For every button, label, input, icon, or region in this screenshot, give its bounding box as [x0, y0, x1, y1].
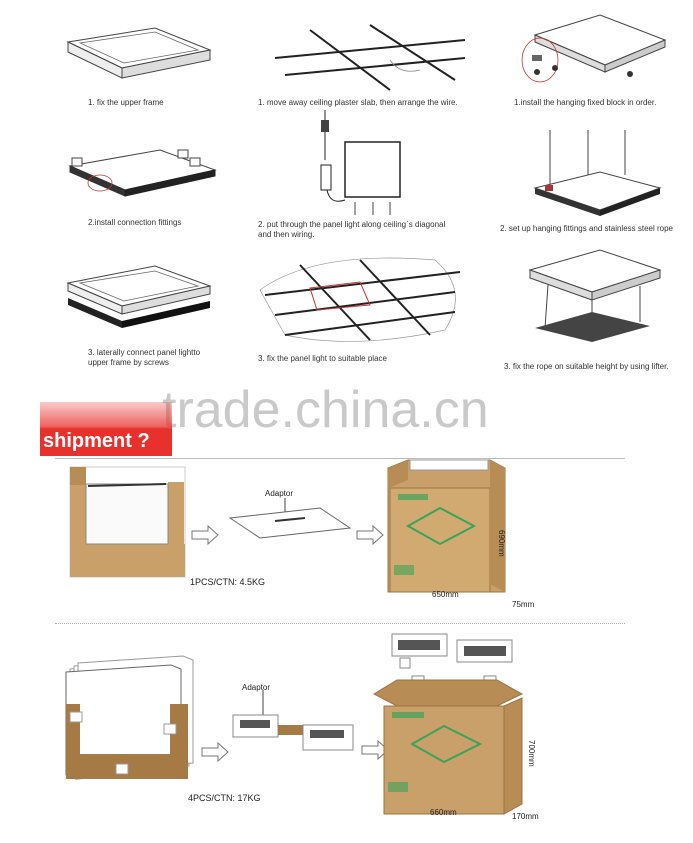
carton-weight-1: 1PCS/CTN: 4.5KG — [190, 577, 266, 587]
dim-width-4: 660mm — [430, 808, 457, 817]
step-caption-rope: 2. set up hanging fittings and stainless… — [500, 224, 673, 233]
dim-height-4: 700mm — [527, 740, 536, 767]
dim-width-1: 650mm — [432, 590, 459, 599]
four-panel-packaging — [65, 655, 194, 780]
adaptor-illustration-1 — [228, 498, 352, 539]
shipment-banner — [40, 402, 172, 456]
hanging-rope-illustration — [533, 130, 662, 216]
watermark: trade.china.cn — [162, 381, 489, 439]
shipment-heading: shipment ? — [43, 430, 150, 452]
fix-panel-illustration — [259, 257, 461, 342]
step-caption-frame: 1. fix the upper frame — [88, 98, 164, 107]
lifter-illustration — [528, 249, 662, 342]
connection-fittings-illustration — [68, 149, 217, 197]
step-caption-fittings: 2.install connection fittings — [88, 218, 182, 227]
dim-depth-4: 170mm — [512, 812, 539, 821]
arrow-1 — [191, 524, 219, 546]
adaptor-illustration-2 — [232, 690, 354, 751]
lateral-connect-illustration — [66, 265, 212, 328]
wiring-panel-illustration — [320, 110, 401, 215]
carton-box-1 — [387, 459, 506, 593]
adaptor-label-2: Adaptor — [242, 683, 271, 692]
adaptor-label-1: Adaptor — [265, 489, 294, 498]
section-divider — [55, 458, 625, 459]
step-caption-ceiling: 1. move away ceiling plaster slab, then … — [258, 98, 458, 107]
carton-weight-4: 4PCS/CTN: 17KG — [188, 793, 261, 803]
dotted-divider — [55, 623, 625, 624]
step-caption-wiring: 2. put through the panel light along cei… — [258, 220, 446, 239]
single-panel-packaging — [69, 466, 186, 578]
step-caption-lateral: 3. laterally connect panel lightto upper… — [88, 348, 201, 367]
step-caption-lifter: 3. fix the rope on suitable height by us… — [504, 362, 669, 371]
carton-box-4 — [372, 633, 524, 815]
step-caption-fix-panel: 3. fix the panel light to suitable place — [258, 354, 387, 363]
hanging-block-illustration — [521, 14, 667, 83]
step-caption-hanging-block: 1.install the hanging fixed block in ord… — [514, 98, 657, 107]
arrow-2 — [356, 524, 384, 546]
arrow-4 — [361, 739, 389, 761]
dim-depth-1: 75mm — [512, 600, 535, 609]
arrow-3 — [201, 741, 229, 763]
ceiling-grid-illustration — [274, 24, 466, 91]
upper-frame-illustration — [66, 27, 212, 79]
dim-height-1: 690mm — [497, 530, 506, 557]
